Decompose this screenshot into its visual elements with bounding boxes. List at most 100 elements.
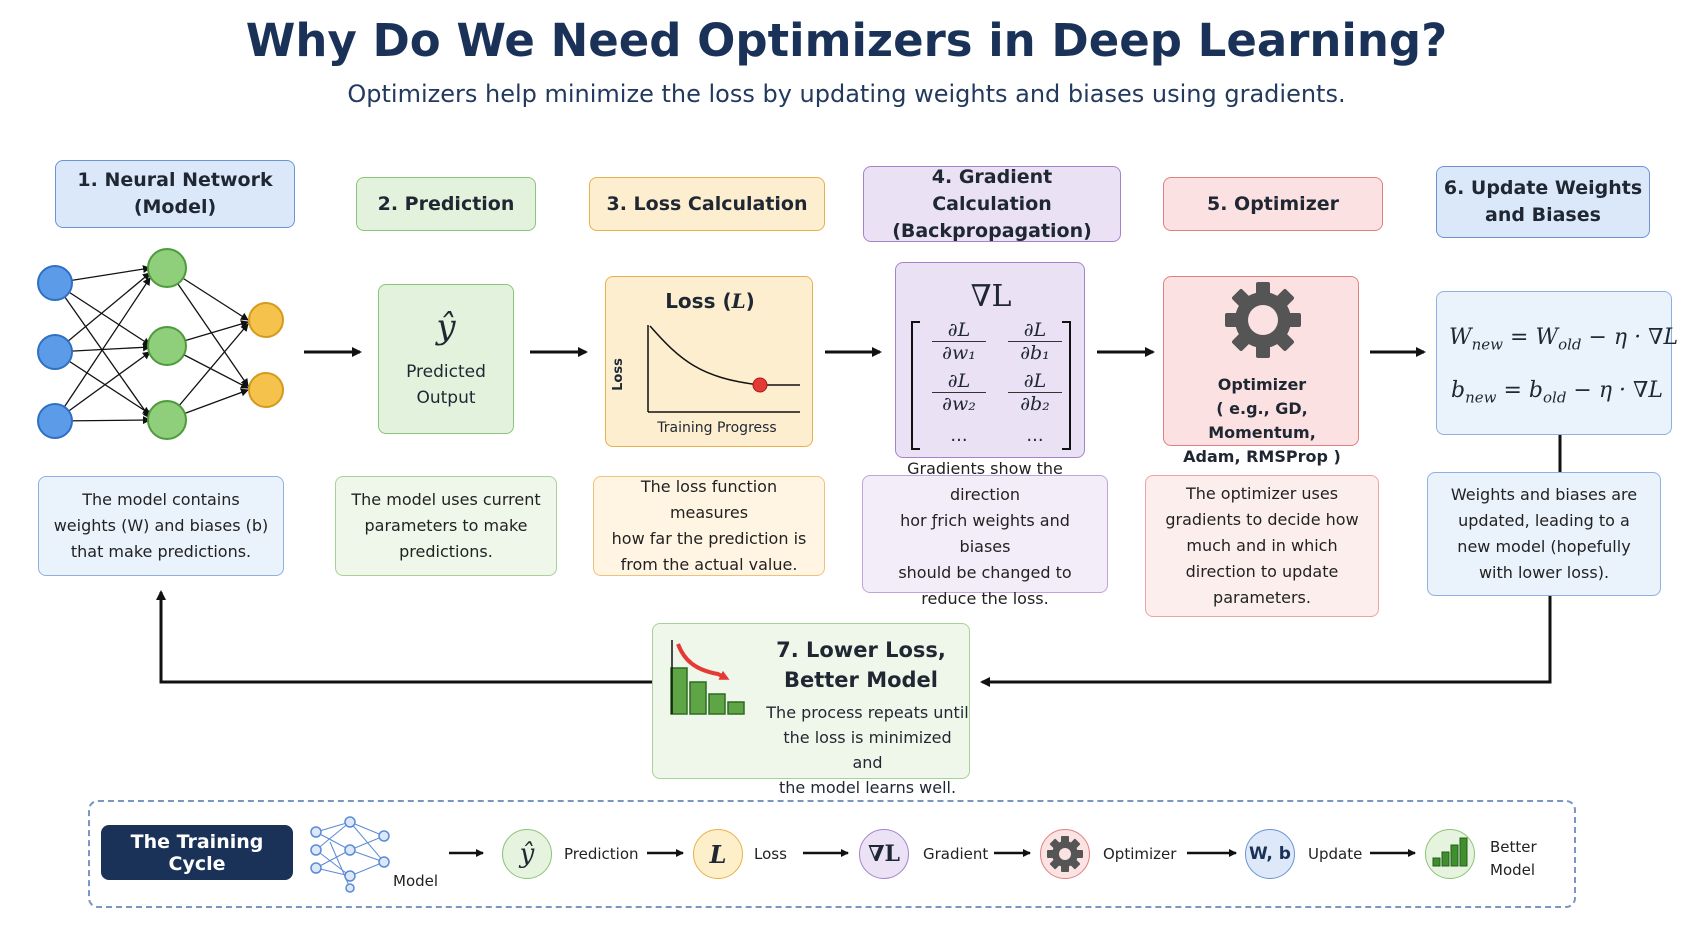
step3-desc-line2: how far the prediction is — [611, 529, 807, 548]
step2-header: 2. Prediction — [356, 177, 536, 231]
loss-title: Loss (L) — [606, 289, 814, 313]
step2-desc-line3: predictions. — [399, 542, 493, 561]
dL-dw1: ∂L∂w₁ — [932, 319, 986, 364]
nn-input-nodes — [37, 265, 73, 439]
loss-title-symbol: L — [731, 289, 746, 313]
cycle-optimizer-label: Optimizer — [1103, 845, 1177, 863]
cycle-better-line1: Better — [1490, 838, 1537, 856]
step5-desc-line1: The optimizer uses — [1185, 484, 1339, 503]
step1-header: 1. Neural Network (Model) — [55, 160, 295, 228]
step2-title: 2. Prediction — [377, 192, 515, 215]
lower-loss-description: The process repeats until the loss is mi… — [766, 700, 969, 800]
step4-header: 4. Gradient Calculation(Backpropagation) — [863, 166, 1121, 242]
step1-title: 1. Neural Network — [77, 169, 273, 191]
w-equals: = — [1503, 325, 1536, 350]
b-old: b — [1528, 378, 1543, 403]
step5-desc-line5: parameters. — [1213, 588, 1311, 607]
step4-desc-line4: reduce the loss. — [921, 589, 1049, 608]
dL-num-1: ∂L — [947, 319, 971, 341]
b-new-sub: new — [1465, 388, 1497, 407]
step6-desc-line2: updated, leading to a — [1458, 511, 1630, 530]
step2-desc-line2: parameters to make — [364, 516, 528, 535]
dL-db1: ∂L∂b₁ — [1008, 319, 1062, 364]
dL-db2: ∂L∂b₂ — [1008, 370, 1062, 415]
lower-loss-desc-line2: the loss is minimized and — [783, 728, 952, 772]
step1-desc-line3: that make predictions. — [70, 542, 252, 561]
cycle-update-symbol: W, b — [1249, 844, 1291, 864]
step1-desc-line1: The model contains — [82, 490, 240, 509]
predicted-label: Predicted — [406, 362, 486, 382]
w-old: W — [1535, 325, 1559, 350]
w-tail: − η · ∇L — [1581, 325, 1679, 350]
b-old-sub: old — [1543, 388, 1567, 407]
step3-title: 3. Loss Calculation — [606, 192, 808, 215]
step6-title: 6. Update Weights — [1443, 177, 1643, 199]
step5-desc-line4: direction to update — [1185, 562, 1339, 581]
cycle-gradient-icon: ∇L — [859, 829, 909, 879]
step6-desc-line4: with lower loss). — [1478, 563, 1610, 582]
gradient-panel: ∇L ∂L∂w₁ ∂L∂b₁ ∂L∂w₂ ∂L∂b₂ ... ... — [895, 262, 1085, 458]
lower-loss-title: 7. Lower Loss, Better Model — [766, 635, 956, 695]
dL-num-2: ∂L — [1023, 319, 1047, 341]
nabla-l-text: ∇L — [970, 279, 1012, 314]
page-title: Why Do We Need Optimizers in Deep Learni… — [245, 14, 1448, 67]
prediction-panel: ŷ Predicted Output — [378, 284, 514, 434]
cycle-prediction-symbol: ŷ — [519, 839, 535, 869]
step5-header: 5. Optimizer — [1163, 177, 1383, 231]
step3-header: 3. Loss Calculation — [589, 177, 825, 231]
dots-left: ... — [950, 425, 968, 446]
weight-update-equation: Wnew = Wold − η · ∇L — [1449, 325, 1678, 353]
optimizer-examples-2: Adam, RMSProp ) — [1183, 447, 1341, 466]
step6-desc-line3: new model (hopefully — [1457, 537, 1631, 556]
bias-update-equation: bnew = bold − η · ∇L — [1451, 378, 1663, 406]
step4-desc-line1: Gradients show the direction — [907, 459, 1063, 504]
cycle-loss-label: Loss — [754, 845, 787, 863]
step5-desc-line3: much and in which — [1186, 536, 1338, 555]
b-tail: − η · ∇L — [1566, 378, 1663, 403]
step1-subtitle: (Model) — [133, 196, 217, 218]
dw1-den: ∂w₁ — [932, 341, 986, 364]
step2-desc-line1: The model uses current — [351, 490, 541, 509]
nn-output-nodes — [248, 302, 284, 408]
predicted-output-label: Predicted Output — [406, 359, 486, 411]
loss-title-end: ) — [745, 289, 755, 313]
db2-den: ∂b₂ — [1008, 392, 1062, 415]
step5-title: 5. Optimizer — [1206, 192, 1340, 215]
y-hat-symbol: ŷ — [436, 307, 456, 347]
cycle-prediction-icon: ŷ — [502, 829, 552, 879]
cycle-better-model-chart-icon — [1432, 837, 1468, 867]
w-new: W — [1449, 325, 1472, 350]
step2-description: The model uses current parameters to make… — [335, 476, 557, 576]
cycle-prediction-label: Prediction — [564, 845, 639, 863]
optimizer-panel-text: Optimizer ( e.g., GD, Momentum, Adam, RM… — [1164, 373, 1360, 469]
nabla-l-symbol: ∇L — [896, 279, 1086, 314]
step4-desc-line3: should be changed to — [898, 563, 1072, 582]
loss-panel: Loss (L) Loss Training Progress — [605, 276, 813, 447]
cycle-gradient-label: Gradient — [923, 845, 989, 863]
step4-subtitle: (Backpropagation) — [892, 219, 1092, 242]
output-label: Output — [416, 388, 476, 408]
loss-curve-chart — [647, 325, 800, 413]
dL-dw2: ∂L∂w₂ — [932, 370, 986, 415]
step1-description: The model contains weights (W) and biases… — [38, 476, 284, 576]
cycle-loss-icon: L — [693, 829, 743, 879]
training-cycle-strip — [88, 800, 1576, 908]
lower-loss-box: 7. Lower Loss, Better Model The process … — [652, 623, 970, 797]
dL-num-4: ∂L — [1023, 370, 1047, 392]
step6-subtitle: and Biases — [1485, 204, 1601, 226]
lower-loss-chart-icon — [670, 640, 745, 715]
lower-loss-title-line1: 7. Lower Loss, — [776, 638, 946, 662]
cycle-better-line2: Model — [1490, 861, 1536, 879]
step3-desc-line3: from the actual value. — [620, 555, 798, 574]
step6-header: 6. Update Weights and Biases — [1436, 166, 1650, 238]
cycle-update-icon: W, b — [1245, 829, 1295, 879]
update-panel: Wnew = Wold − η · ∇L bnew = bold − η · ∇… — [1436, 291, 1678, 435]
gear-icon — [1225, 282, 1301, 358]
cycle-loss-symbol: L — [709, 839, 727, 869]
step1-desc-line2: weights (W) and biases (b) — [53, 516, 269, 535]
